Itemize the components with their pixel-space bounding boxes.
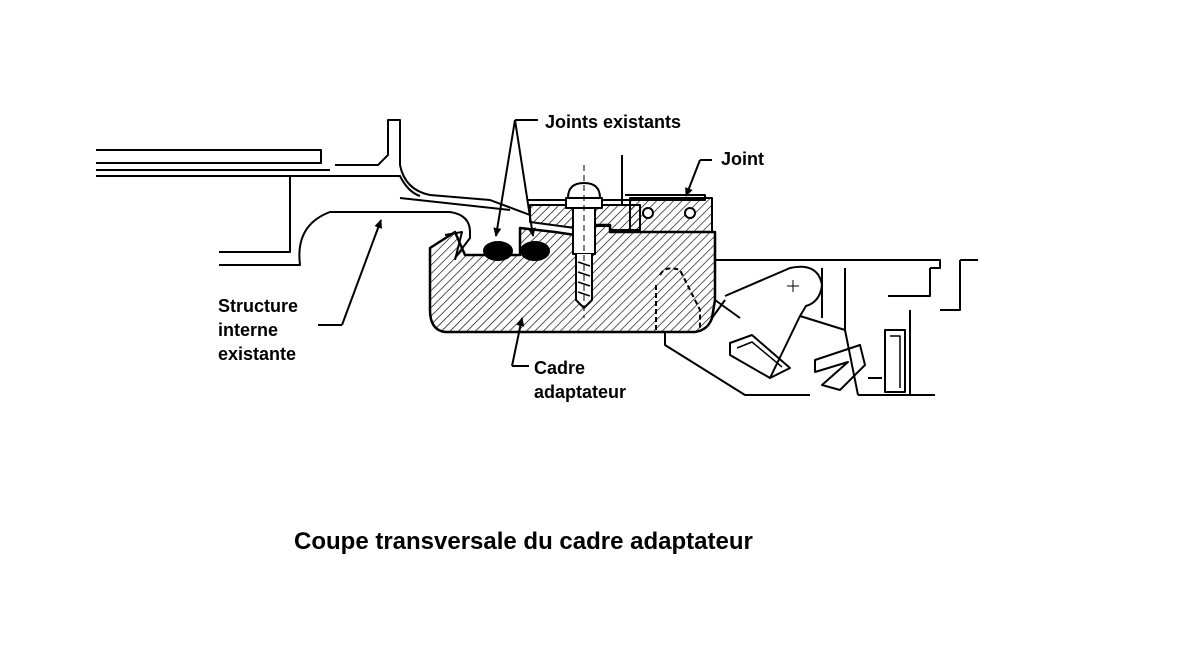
label-joints-existants: Joints existants [545, 112, 682, 132]
leader-lines [318, 119, 712, 367]
figure-caption: Coupe transversale du cadre adaptateur [294, 528, 753, 555]
adapter-frame [428, 155, 717, 334]
label-joint: Joint [721, 149, 764, 169]
label-structure-interne-existante: Structure interne existante [218, 294, 298, 366]
screw [565, 165, 603, 318]
existing-seals [483, 241, 550, 261]
joint-block [625, 194, 713, 233]
label-structure-line-1: Structure [218, 296, 299, 316]
label-structure-line-2: interne [218, 320, 279, 340]
hinge-mechanism [655, 259, 978, 396]
label-structure-line-3: existante [218, 344, 297, 364]
label-cadre-line-2: adaptateur [534, 382, 627, 402]
existing-internal-structure [96, 119, 531, 266]
label-cadre-line-1: Cadre [534, 358, 586, 378]
label-cadre-adaptateur: Cadre adaptateur [534, 356, 626, 404]
